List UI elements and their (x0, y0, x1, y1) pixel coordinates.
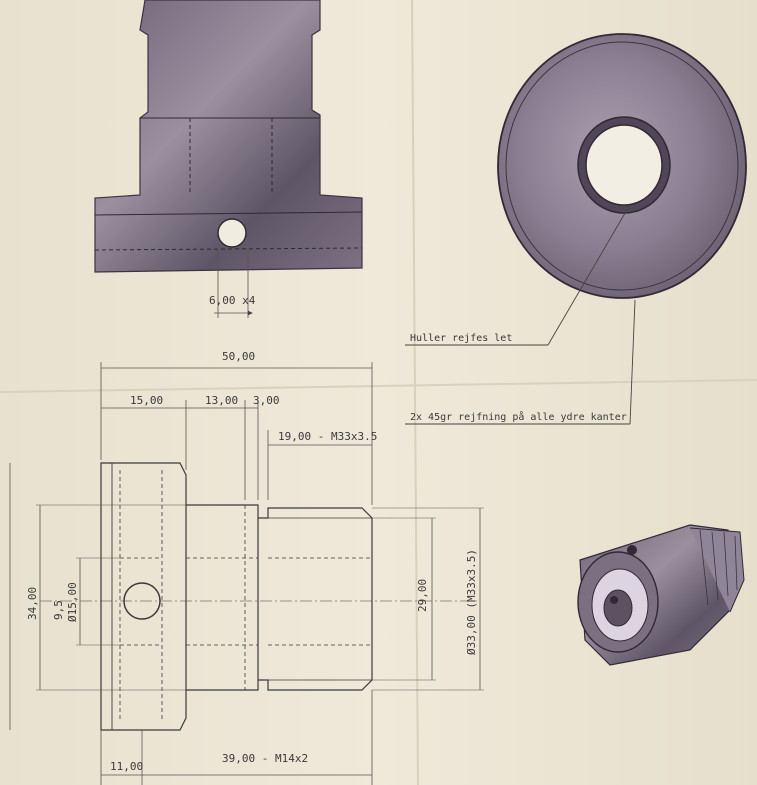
iso-cross-hole (627, 545, 637, 555)
top-view-hole (217, 218, 247, 248)
dim-overall-length: 50,00 (222, 350, 255, 363)
paper-fold-vertical (411, 0, 419, 785)
dim-left-height: 34,00 (26, 587, 39, 620)
dimensions (9, 362, 484, 785)
note-chamfer: 2x 45gr rejfning på alle ydre kanter (410, 410, 627, 423)
thread-outline (258, 507, 373, 691)
dim-body-length: 13,00 (205, 394, 238, 407)
dim-flange-length: 15,00 (130, 394, 163, 407)
note-holes: Huller rejfes let (410, 333, 512, 344)
paper-fold-horizontal (0, 379, 757, 393)
hole-dimension-label: 6,00 x4 (209, 294, 256, 307)
dim-groove-length: 3,00 (253, 394, 280, 407)
dim-small-dia-b: Ø15,00 (66, 582, 79, 622)
top-view-body (94, 0, 363, 273)
dim-thread-length: 19,00 - M33x3.5 (278, 430, 377, 443)
disc-chamfer (505, 41, 739, 291)
dim-bottom-left: 11,00 (110, 760, 143, 773)
dimension-labels: 50,00 15,00 13,00 3,00 19,00 - M33x3.5 3… (26, 350, 478, 773)
dim-thread-dia: Ø33,00 (M33x3.5) (465, 549, 478, 655)
dim-bottom-thread: 39,00 - M14x2 (222, 752, 308, 765)
notes: Huller rejfes let 2x 45gr rejfning på al… (405, 207, 636, 425)
top-view: 6,00 x4 (94, 0, 363, 318)
dim-small-dia-a: 9,5 (52, 600, 65, 620)
disc-view (497, 33, 747, 299)
disc-bore (585, 124, 663, 206)
body-outline (186, 504, 259, 691)
dim-thread-core: 29,00 (416, 579, 429, 612)
iso-view (577, 524, 745, 666)
